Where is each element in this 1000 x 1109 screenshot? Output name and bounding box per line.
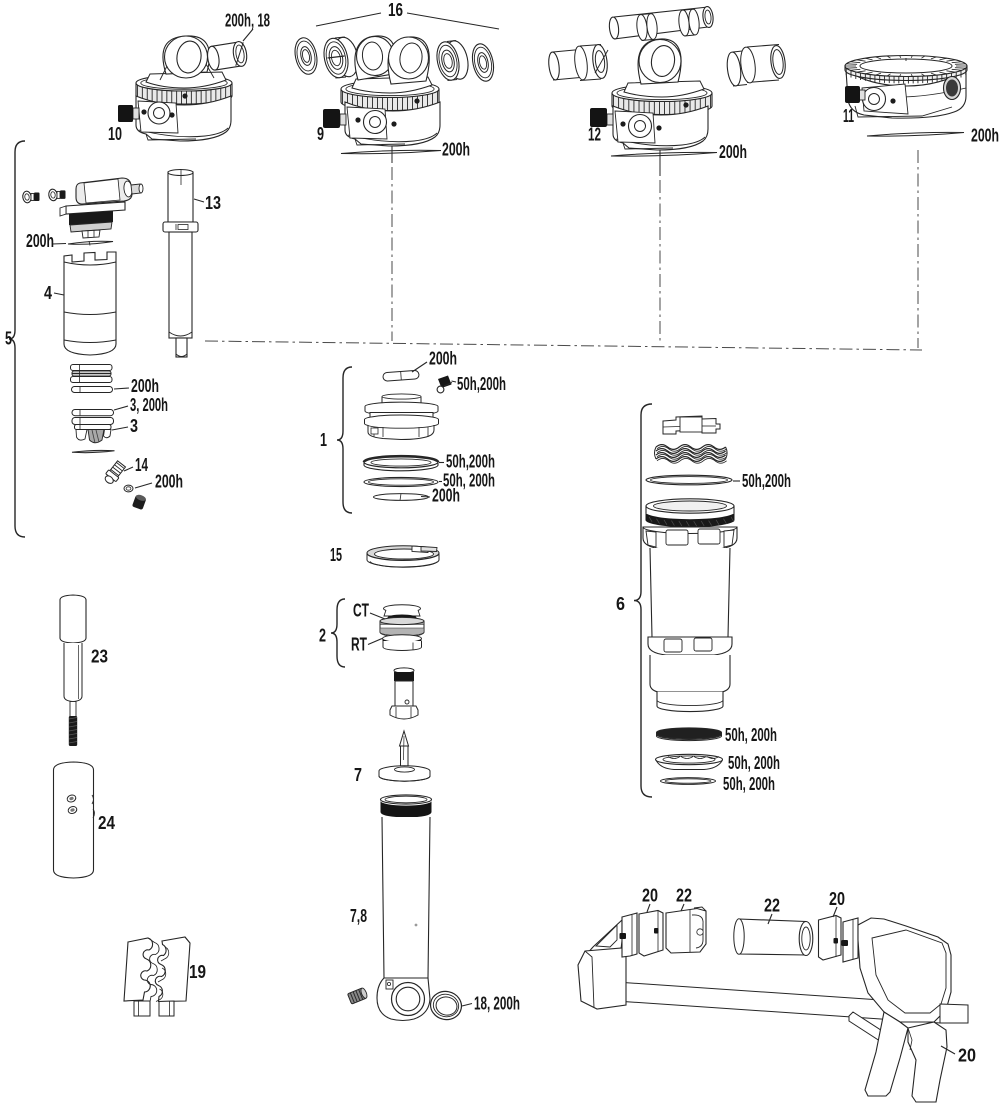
svg-text:22: 22 — [676, 886, 692, 906]
svg-text:50h,200h: 50h,200h — [446, 452, 495, 472]
svg-text:9: 9 — [317, 124, 324, 144]
svg-text:RT: RT — [351, 635, 367, 655]
svg-text:200h: 200h — [26, 231, 54, 251]
svg-text:200h: 200h — [719, 142, 747, 162]
svg-text:3: 3 — [130, 416, 138, 436]
svg-text:50h, 200h: 50h, 200h — [728, 753, 780, 773]
svg-text:200h: 200h — [432, 486, 460, 506]
svg-text:200h: 200h — [442, 140, 470, 160]
svg-text:22: 22 — [764, 896, 780, 916]
svg-text:7,8: 7,8 — [350, 906, 367, 926]
svg-text:18, 200h: 18, 200h — [474, 994, 520, 1014]
svg-text:200h: 200h — [155, 472, 183, 492]
svg-text:15: 15 — [330, 545, 342, 565]
svg-text:200h, 18: 200h, 18 — [225, 11, 270, 31]
svg-text:200h: 200h — [429, 349, 457, 369]
svg-text:7: 7 — [354, 765, 362, 785]
svg-text:4: 4 — [44, 283, 52, 303]
svg-text:13: 13 — [205, 193, 221, 213]
svg-text:20: 20 — [642, 886, 658, 906]
svg-text:16: 16 — [388, 0, 403, 20]
svg-text:200h: 200h — [131, 376, 159, 396]
svg-text:50h, 200h: 50h, 200h — [443, 471, 495, 491]
svg-text:2: 2 — [319, 626, 326, 646]
svg-text:50h, 200h: 50h, 200h — [725, 725, 777, 745]
svg-text:10: 10 — [108, 124, 122, 144]
svg-text:1: 1 — [320, 430, 327, 450]
svg-text:20: 20 — [829, 889, 845, 909]
svg-text:20: 20 — [958, 1046, 976, 1066]
svg-text:5: 5 — [5, 329, 12, 349]
svg-text:200h: 200h — [971, 126, 999, 146]
svg-text:11: 11 — [843, 106, 854, 126]
svg-text:6: 6 — [616, 594, 625, 614]
svg-text:12: 12 — [588, 125, 601, 145]
svg-text:14: 14 — [135, 455, 148, 475]
svg-text:50h, 200h: 50h, 200h — [723, 774, 775, 794]
svg-text:19: 19 — [189, 962, 206, 982]
svg-text:23: 23 — [91, 647, 108, 667]
svg-text:3, 200h: 3, 200h — [130, 395, 168, 415]
svg-text:CT: CT — [353, 601, 369, 621]
svg-text:24: 24 — [98, 813, 115, 833]
svg-text:50h,200h: 50h,200h — [457, 374, 506, 394]
svg-text:50h,200h: 50h,200h — [742, 471, 791, 491]
